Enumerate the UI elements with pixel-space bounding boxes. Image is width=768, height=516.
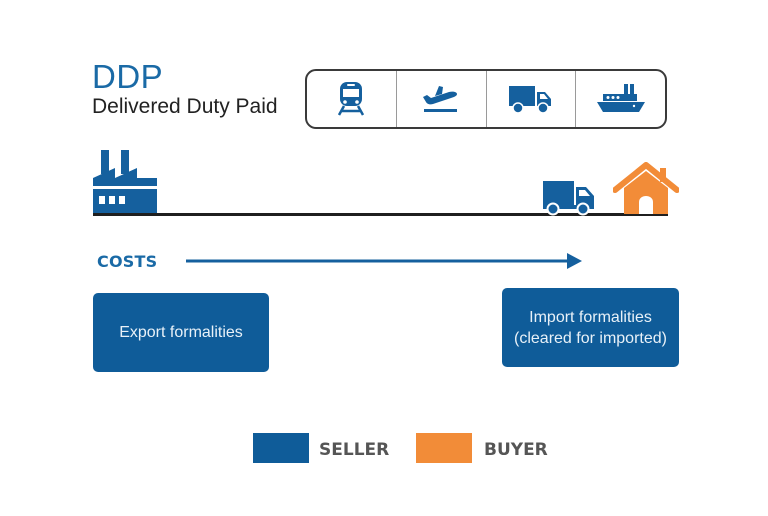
transport-mode-rail <box>307 71 397 127</box>
import-formalities-box: Import formalities (cleared for imported… <box>502 288 679 367</box>
train-icon <box>338 82 365 116</box>
incoterm-full-name: Delivered Duty Paid <box>92 95 278 118</box>
costs-arrow <box>186 253 582 269</box>
export-formalities-text: Export formalities <box>119 324 243 341</box>
export-formalities-box: Export formalities <box>93 293 269 372</box>
import-formalities-note: (cleared for imported) <box>514 329 667 347</box>
incoterm-abbreviation: DDP <box>92 58 164 95</box>
transport-modes-panel <box>305 69 667 129</box>
house-icon <box>613 162 679 214</box>
delivery-truck-icon <box>543 181 594 216</box>
transport-mode-air <box>397 71 487 127</box>
costs-label: COSTS <box>97 252 158 271</box>
legend-buyer-label: BUYER <box>484 440 548 460</box>
factory-icon <box>93 150 157 214</box>
transport-mode-road <box>487 71 577 127</box>
transport-mode-sea <box>576 71 665 127</box>
legend-seller-swatch <box>253 433 309 463</box>
ship-icon <box>596 84 645 112</box>
route-ground-line <box>93 213 668 216</box>
legend-seller-label: SELLER <box>319 440 390 460</box>
truck-icon <box>508 86 551 114</box>
legend-buyer-swatch <box>416 433 472 463</box>
airplane-departure-icon <box>423 86 458 112</box>
import-formalities-text: Import formalities <box>529 308 652 326</box>
